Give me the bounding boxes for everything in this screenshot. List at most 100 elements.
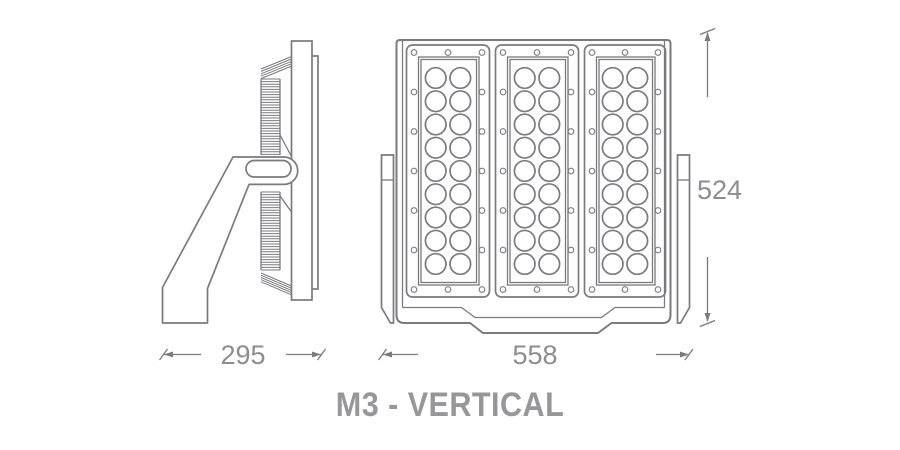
drawing-title: M3 - VERTICAL	[336, 386, 564, 424]
screw-icon	[478, 246, 486, 254]
led-circle	[538, 183, 561, 206]
mounting-arm-and-foot	[161, 156, 299, 324]
screw-icon	[499, 207, 507, 214]
led-circle	[449, 90, 472, 113]
screw-icon	[410, 128, 418, 135]
led-circle	[601, 206, 624, 229]
drawing-title-group: M3 - VERTICAL	[336, 386, 564, 424]
arrowhead-top	[704, 32, 711, 41]
led-circle	[626, 206, 649, 229]
heatsink-lower-chamfer	[279, 195, 293, 213]
screw-icon	[654, 246, 662, 254]
led-module	[405, 44, 491, 298]
screw-icon	[588, 128, 596, 135]
heatsink-fins	[260, 56, 292, 296]
screw-icon	[410, 246, 418, 254]
screw-icon	[567, 167, 575, 175]
led-circle	[513, 183, 536, 206]
module-frame	[494, 44, 580, 298]
dimension-front-height: 524	[697, 27, 742, 328]
led-circle	[601, 159, 624, 183]
screw-icon	[410, 88, 418, 96]
dimension-side-width: 295	[158, 340, 327, 370]
screw-icon	[654, 128, 662, 135]
led-circle	[449, 113, 472, 136]
screw-icon	[654, 167, 662, 175]
screw-icon	[567, 246, 575, 254]
led-circle	[449, 229, 472, 252]
led-circle	[424, 183, 447, 206]
led-circle	[538, 252, 561, 276]
screw-icon	[621, 49, 629, 56]
screw-icon	[444, 49, 452, 56]
side-view	[161, 40, 319, 324]
led-circle	[424, 113, 447, 136]
led-circle	[449, 183, 472, 206]
led-circle	[538, 113, 561, 136]
led-circle	[424, 206, 447, 229]
dimension-value-558: 558	[512, 340, 557, 370]
fin-top-hatch-line	[260, 60, 292, 75]
led-circle	[424, 159, 447, 183]
led-circle	[626, 90, 649, 113]
led-circle	[538, 159, 561, 183]
screw-icon	[410, 167, 418, 175]
screw-icon	[478, 207, 486, 214]
tick-right	[684, 348, 694, 361]
screw-icon	[567, 49, 575, 56]
led-circle	[449, 252, 472, 276]
led-module	[494, 44, 580, 298]
led-circle	[538, 136, 561, 159]
screw-icon	[588, 246, 596, 254]
fin-bottom-hatch-line	[260, 279, 292, 294]
led-circle	[626, 136, 649, 159]
tick-bottom	[699, 319, 716, 328]
screw-icon	[567, 88, 575, 96]
screw-icon	[654, 88, 662, 96]
led-circle	[513, 90, 536, 113]
fin-bottom-hatch-line	[260, 274, 292, 289]
screw-icon	[588, 167, 596, 175]
screw-icon	[654, 49, 662, 56]
tick-left	[377, 348, 388, 361]
dimensions: 295 558 524	[158, 27, 742, 370]
arrowhead-left	[383, 351, 392, 358]
front-housing-outline	[395, 39, 672, 334]
fin-top-hatch-line	[260, 58, 292, 72]
led-circle	[538, 229, 561, 252]
screw-icon	[499, 49, 507, 56]
led-circle	[626, 252, 649, 276]
tick-right	[316, 348, 327, 361]
screw-icon	[567, 286, 575, 293]
fin-top-hatch-line	[260, 63, 292, 77]
led-circle	[424, 90, 447, 113]
screw-icon	[478, 286, 486, 293]
led-circle	[601, 66, 624, 90]
screw-icon	[444, 286, 452, 293]
led-circle	[626, 183, 649, 206]
screw-icon	[567, 128, 575, 135]
screw-icon	[499, 286, 507, 293]
led-circle	[449, 159, 472, 183]
screw-icon	[621, 286, 629, 293]
tick-left	[158, 348, 169, 361]
arrowhead-left	[164, 351, 173, 358]
module-frame	[405, 44, 491, 298]
module-frame	[583, 44, 667, 298]
front-view	[380, 39, 691, 334]
screw-icon	[499, 88, 507, 96]
led-circle	[601, 113, 624, 136]
led-circle	[601, 252, 624, 276]
led-circle	[538, 90, 561, 113]
screw-icon	[478, 49, 486, 56]
led-circle	[513, 136, 536, 159]
module-inner-frame	[509, 58, 567, 284]
fin-top-hatch-line	[260, 56, 292, 70]
arrowhead-right	[312, 351, 321, 358]
screw-icon	[567, 207, 575, 214]
dimension-front-width: 558	[377, 340, 694, 370]
screw-icon	[533, 286, 541, 293]
dimension-value-524: 524	[697, 175, 742, 205]
led-circle	[513, 159, 536, 183]
